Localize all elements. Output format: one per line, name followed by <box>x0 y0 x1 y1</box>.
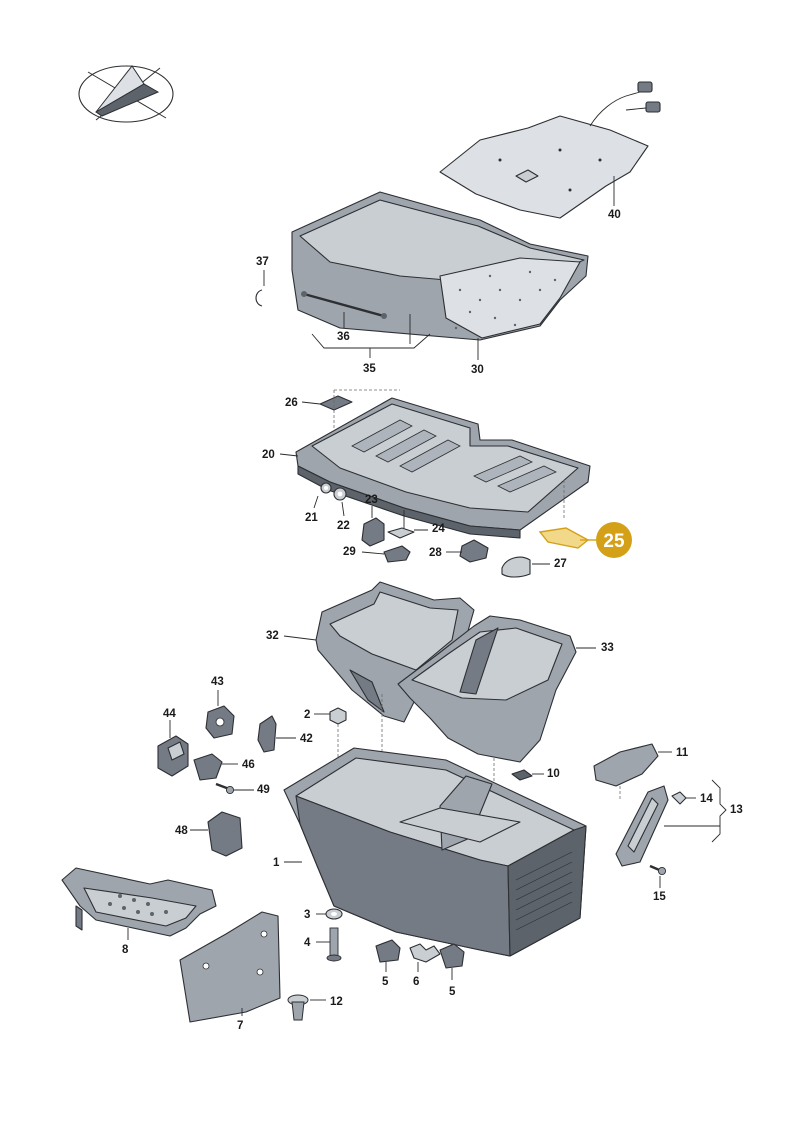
callout-4[interactable]: 4 <box>304 937 311 949</box>
part-25-highlighted[interactable]: 25 <box>538 522 632 558</box>
callout-11[interactable]: 11 <box>676 747 689 759</box>
callout-40[interactable]: 40 <box>608 209 621 221</box>
callout-49[interactable]: 49 <box>257 784 270 796</box>
callout-23[interactable]: 23 <box>365 494 378 506</box>
part-15-screw[interactable] <box>649 864 667 876</box>
callout-2[interactable]: 2 <box>304 709 310 721</box>
part-26-label[interactable] <box>319 395 353 411</box>
part-12-push-clip[interactable] <box>287 994 309 1021</box>
part-46-lock-cylinder[interactable] <box>193 753 223 781</box>
callout-42[interactable]: 42 <box>300 733 313 745</box>
callout-20[interactable]: 20 <box>262 449 275 461</box>
part-40-heating-mat[interactable] <box>439 81 661 219</box>
callout-35[interactable]: 35 <box>363 363 376 375</box>
callout-6[interactable]: 6 <box>413 976 419 988</box>
part-10-pad[interactable] <box>511 769 533 781</box>
part-49-screw[interactable] <box>215 782 235 795</box>
part-30-seat-cushion[interactable] <box>291 191 589 360</box>
part-28-bracket[interactable] <box>459 539 489 563</box>
part-20-seat-frame[interactable] <box>295 389 591 539</box>
part-4-bolt[interactable] <box>326 927 342 962</box>
callout-22[interactable]: 22 <box>337 520 350 532</box>
part-6-clip[interactable] <box>409 943 441 963</box>
callout-12[interactable]: 12 <box>330 996 343 1008</box>
callout-48[interactable]: 48 <box>175 825 188 837</box>
part-33-storage-bin-right[interactable] <box>397 615 577 763</box>
callout-28[interactable]: 28 <box>429 547 442 559</box>
orientation-pictogram-icon <box>78 65 174 123</box>
part-29-bracket[interactable] <box>383 545 411 563</box>
part-36-wire-rod[interactable] <box>301 291 387 319</box>
part-7-panel[interactable] <box>179 911 281 1023</box>
callout-15[interactable]: 15 <box>653 891 666 903</box>
callout-25: 25 <box>603 531 625 552</box>
callout-33[interactable]: 33 <box>601 642 614 654</box>
part-13-cover-plate[interactable] <box>615 785 669 867</box>
callout-21[interactable]: 21 <box>305 512 318 524</box>
part-23-holder[interactable] <box>361 517 385 547</box>
callout-5-left[interactable]: 5 <box>382 976 389 988</box>
callout-13[interactable]: 13 <box>730 804 743 816</box>
callout-46[interactable]: 46 <box>242 759 255 771</box>
part-24-pad[interactable] <box>387 527 415 539</box>
part-2-nut[interactable] <box>329 707 347 725</box>
highlight-badge[interactable] <box>596 522 632 558</box>
part-48-bracket[interactable] <box>207 811 243 857</box>
callout-36[interactable]: 36 <box>337 331 350 343</box>
part-14-nut[interactable] <box>671 791 687 805</box>
callout-26[interactable]: 26 <box>285 397 298 409</box>
part-42-latch[interactable] <box>257 715 277 753</box>
callout-27[interactable]: 27 <box>554 558 567 570</box>
callout-29[interactable]: 29 <box>343 546 356 558</box>
callout-10[interactable]: 10 <box>547 768 560 780</box>
part-11-bracket[interactable] <box>593 743 659 787</box>
callout-44[interactable]: 44 <box>163 708 176 720</box>
callout-7[interactable]: 7 <box>237 1020 243 1032</box>
part-1-storage-box[interactable] <box>283 694 587 957</box>
callout-1[interactable]: 1 <box>273 857 280 869</box>
callout-37[interactable]: 37 <box>256 256 269 268</box>
part-37-clip[interactable] <box>255 289 263 307</box>
callout-32[interactable]: 32 <box>266 630 279 642</box>
part-8-mounting-bracket[interactable] <box>61 867 217 937</box>
callout-24[interactable]: 24 <box>432 523 445 535</box>
part-5-clip-left[interactable] <box>375 939 401 963</box>
callout-3[interactable]: 3 <box>304 909 310 921</box>
callout-43[interactable]: 43 <box>211 676 224 688</box>
part-5-clip-right[interactable] <box>439 943 465 969</box>
part-27-clamp[interactable] <box>501 556 531 578</box>
callout-8[interactable]: 8 <box>122 944 129 956</box>
callout-5-right[interactable]: 5 <box>449 986 456 998</box>
callout-30[interactable]: 30 <box>471 364 484 376</box>
callout-14[interactable]: 14 <box>700 793 713 805</box>
